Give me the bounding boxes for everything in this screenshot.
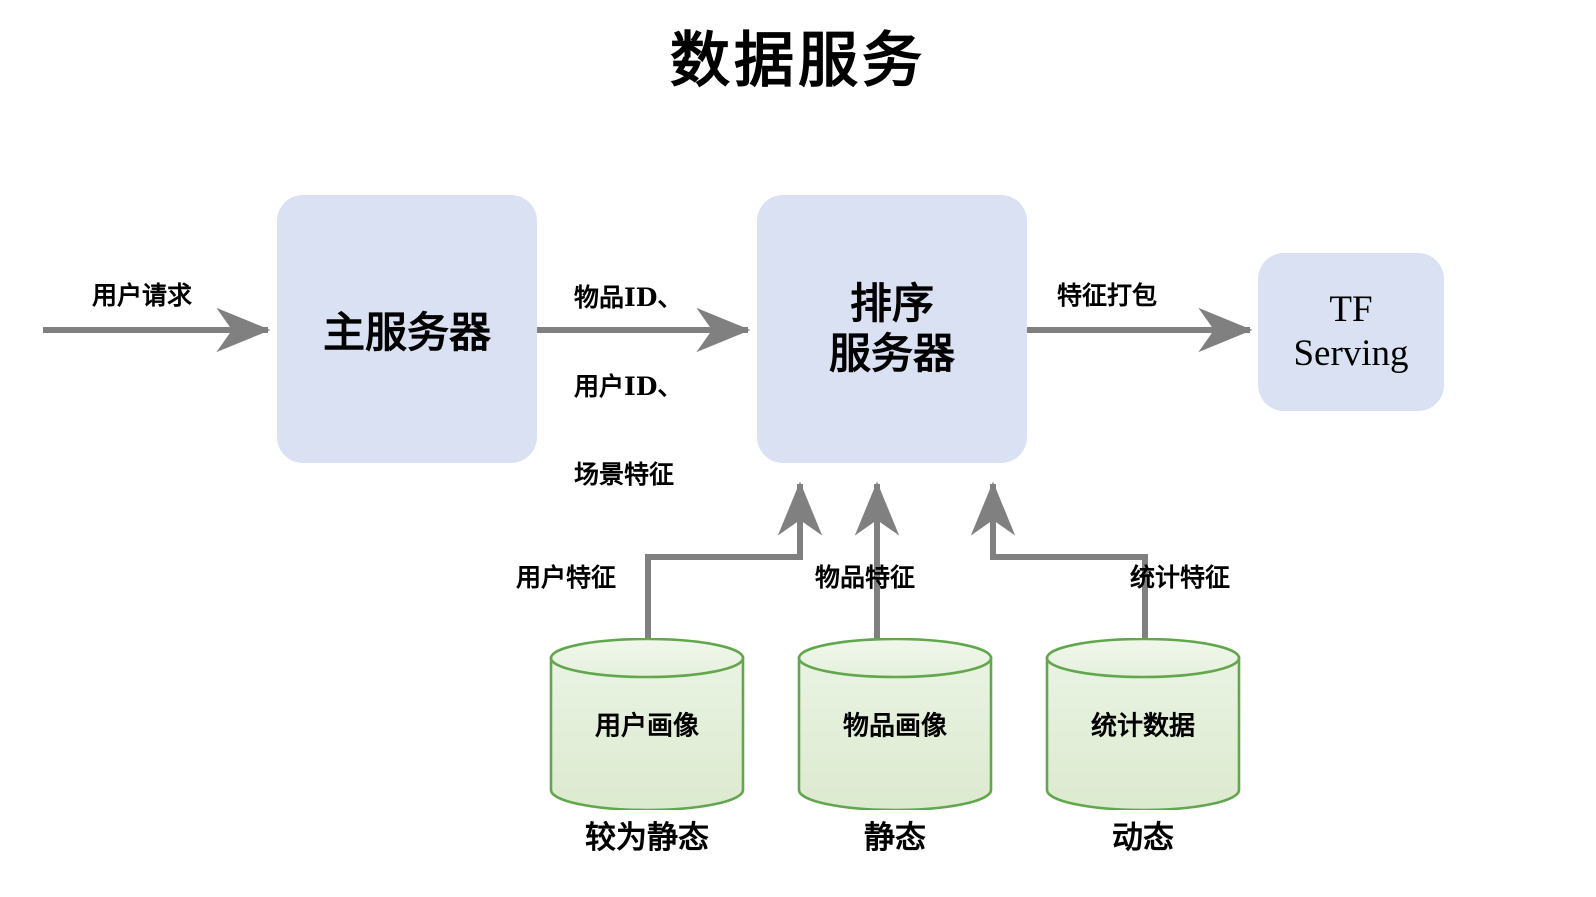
edge-label-user-request: 用户请求 bbox=[92, 281, 193, 310]
node-user-profile-db[interactable]: 用户画像 bbox=[549, 638, 745, 810]
edge-label-user-feature: 用户特征 bbox=[516, 563, 617, 592]
node-item-profile-db-label: 物品画像 bbox=[842, 711, 947, 742]
node-main-server[interactable]: 主服务器 bbox=[277, 195, 537, 463]
node-stats-db-label: 统计数据 bbox=[1090, 711, 1195, 742]
page-title: 数据服务 bbox=[670, 26, 926, 96]
node-main-server-label: 主服务器 bbox=[322, 307, 491, 357]
cylinder-shape bbox=[1045, 638, 1241, 810]
state-label-user-profile: 较为静态 bbox=[585, 820, 709, 856]
cylinder-shape bbox=[797, 638, 993, 810]
node-user-profile-db-label: 用户画像 bbox=[594, 711, 699, 742]
node-stats-db[interactable]: 统计数据 bbox=[1045, 638, 1241, 810]
node-rank-server-label-line2: 服务器 bbox=[828, 329, 955, 378]
cylinder-shape bbox=[549, 638, 745, 810]
edge-label-ids-line1: 物品ID、 bbox=[574, 283, 683, 312]
node-tf-serving[interactable]: TF Serving bbox=[1258, 253, 1444, 411]
edge-label-ids-line2: 用户ID、 bbox=[574, 371, 683, 401]
state-label-item-profile: 静态 bbox=[864, 820, 926, 856]
edge-label-ids-line3: 场景特征 bbox=[574, 460, 675, 489]
edge-label-stat-feature: 统计特征 bbox=[1130, 563, 1231, 592]
state-label-stats: 动态 bbox=[1112, 820, 1174, 856]
edge-label-ids-and-context: 物品ID、 用户ID、 场景特征 bbox=[574, 224, 682, 549]
node-rank-server-label-line1: 排序 bbox=[849, 279, 934, 329]
node-rank-server[interactable]: 排序 服务器 bbox=[757, 195, 1027, 463]
node-item-profile-db[interactable]: 物品画像 bbox=[797, 638, 993, 810]
node-tf-serving-label-line1: TF bbox=[1329, 289, 1373, 331]
edge-label-feature-packing: 特征打包 bbox=[1057, 281, 1158, 310]
edge-label-item-feature: 物品特征 bbox=[815, 563, 916, 592]
node-tf-serving-label-line2: Serving bbox=[1293, 333, 1409, 374]
